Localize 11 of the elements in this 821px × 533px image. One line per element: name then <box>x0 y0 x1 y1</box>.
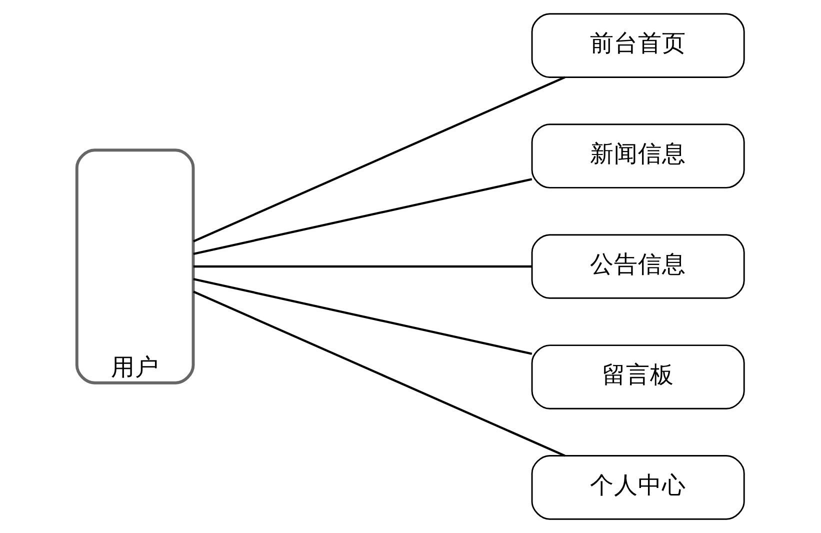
node-box: 新闻信息 <box>531 124 745 188</box>
connector <box>193 178 532 256</box>
connector <box>192 290 566 457</box>
node-box: 留言板 <box>531 344 745 410</box>
connector <box>193 265 532 268</box>
node-box: 公告信息 <box>531 234 745 299</box>
node-box: 个人中心 <box>531 455 745 520</box>
node-box: 用户 <box>75 148 195 384</box>
connector <box>193 278 532 355</box>
node-box: 前台首页 <box>531 13 745 78</box>
connector <box>192 76 566 242</box>
